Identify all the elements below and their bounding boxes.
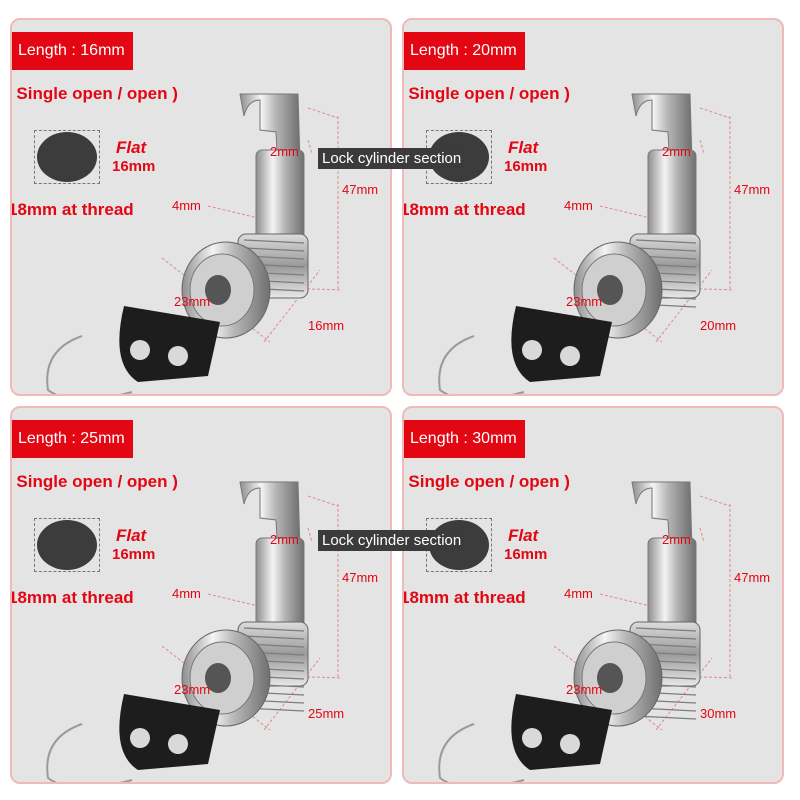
open-type-label: ( Single open / open ) — [10, 84, 178, 103]
dim-length: 20mm — [700, 318, 737, 333]
dim-length: 16mm — [308, 318, 345, 333]
open-type-label: ( Single open / open ) — [10, 472, 178, 491]
product-panel-4: Length : 30mm ( Single open / open ) Fla… — [402, 406, 784, 784]
product-panel-2: Length : 20mm ( Single open / open ) Fla… — [402, 18, 784, 396]
flat-label: Flat — [508, 526, 539, 545]
key-icon — [46, 306, 220, 394]
product-panel-3: Length : 25mm ( Single open / open ) Fla… — [10, 406, 392, 784]
dim-23mm: 23mm — [174, 294, 211, 309]
key-icon — [438, 694, 612, 782]
dim-length: 30mm — [700, 706, 737, 721]
thread-label: 18mm at thread — [10, 200, 134, 219]
flat-oval-shape — [37, 520, 97, 570]
cross-section-swatch — [34, 518, 100, 572]
flat-label: Flat — [116, 138, 147, 157]
cam-lock-icon — [438, 481, 735, 782]
flat-size-label: 16mm — [112, 158, 156, 175]
dim-4mm: 4mm — [564, 586, 593, 601]
length-badge: Length : 30mm — [404, 420, 525, 458]
length-badge: Length : 20mm — [404, 32, 525, 70]
cam-lock-icon — [46, 93, 343, 394]
dim-4mm: 4mm — [172, 198, 201, 213]
thread-label: 18mm at thread — [402, 200, 526, 219]
key-icon — [46, 694, 220, 782]
dim-4mm: 4mm — [172, 586, 201, 601]
cam-lock-icon — [438, 93, 735, 394]
flat-oval-shape — [37, 132, 97, 182]
flat-label: Flat — [116, 526, 147, 545]
section-overlay-bottom: Lock cylinder section — [318, 530, 466, 551]
dim-2mm: 2mm — [270, 532, 299, 547]
length-badge: Length : 25mm — [12, 420, 133, 458]
section-overlay-top: Lock cylinder section — [318, 148, 466, 169]
open-type-label: ( Single open / open ) — [402, 472, 570, 491]
flat-size-label: 16mm — [112, 546, 156, 563]
dim-2mm: 2mm — [662, 532, 691, 547]
length-badge: Length : 16mm — [12, 32, 133, 70]
product-panel-1: Length : 16mm ( Single open / open ) Fla… — [10, 18, 392, 396]
dim-4mm: 4mm — [564, 198, 593, 213]
dim-23mm: 23mm — [174, 682, 211, 697]
dim-47mm: 47mm — [342, 570, 379, 585]
dim-23mm: 23mm — [566, 682, 603, 697]
dim-47mm: 47mm — [734, 570, 771, 585]
flat-size-label: 16mm — [504, 158, 548, 175]
flat-label: Flat — [508, 138, 539, 157]
flat-size-label: 16mm — [504, 546, 548, 563]
dim-47mm: 47mm — [342, 182, 379, 197]
dim-23mm: 23mm — [566, 294, 603, 309]
dim-2mm: 2mm — [270, 144, 299, 159]
dim-2mm: 2mm — [662, 144, 691, 159]
cross-section-swatch — [34, 130, 100, 184]
open-type-label: ( Single open / open ) — [402, 84, 570, 103]
thread-label: 18mm at thread — [10, 588, 134, 607]
dim-length: 25mm — [308, 706, 345, 721]
key-icon — [438, 306, 612, 394]
cam-lock-icon — [46, 481, 343, 782]
dim-47mm: 47mm — [734, 182, 771, 197]
thread-label: 18mm at thread — [402, 588, 526, 607]
